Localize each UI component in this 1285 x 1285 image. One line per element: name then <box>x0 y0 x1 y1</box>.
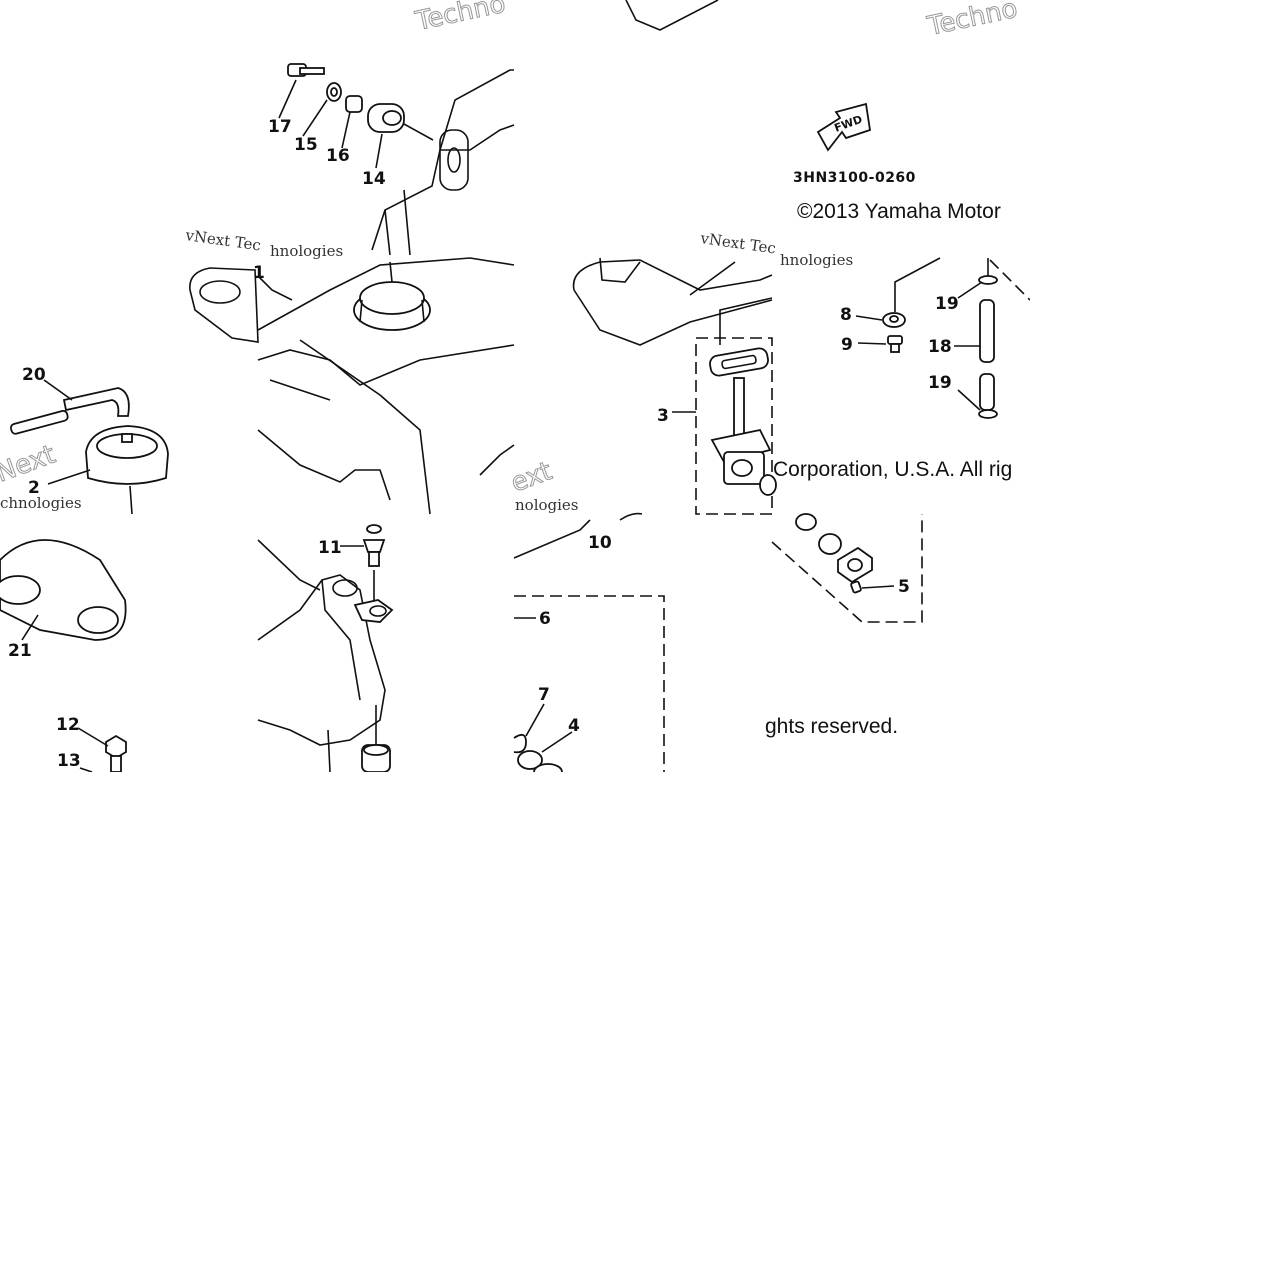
callout-19-bottom: 19 <box>928 373 952 393</box>
watermark-text: hnologies <box>270 242 343 260</box>
callout-7: 7 <box>538 685 550 705</box>
blank-area <box>0 772 1285 1285</box>
copyright-line-2: Corporation, U.S.A. All rig <box>773 458 1012 481</box>
fuel-hose-18-icon <box>979 299 995 411</box>
breather-hose-20-icon <box>9 387 130 435</box>
leader-line <box>672 297 773 413</box>
callout-4: 4 <box>568 716 580 736</box>
callout-15: 15 <box>294 135 318 155</box>
callout-18: 18 <box>928 337 952 357</box>
watermark-text: nologies <box>515 496 579 514</box>
callout-16: 16 <box>326 146 350 166</box>
leader-line <box>954 281 983 411</box>
callout-21: 21 <box>8 641 32 661</box>
bolt-12-icon <box>105 734 127 773</box>
callout-1: 1 <box>253 263 265 283</box>
washer-15-icon <box>326 82 342 102</box>
grommet-icon <box>361 744 391 773</box>
fuel-cock-3-icon <box>710 377 777 496</box>
bolt-17-icon <box>287 63 325 77</box>
leader-line <box>855 315 887 345</box>
watermark-text: Techno <box>924 0 1020 42</box>
leader-line <box>340 545 375 600</box>
leader-line <box>861 585 895 589</box>
o-ring-7-icon <box>513 733 527 754</box>
fuel-tank-rear-section <box>371 0 719 256</box>
hose-assembly-box <box>989 259 1031 301</box>
blank-area <box>1030 0 1285 772</box>
tank-bracket-21-icon <box>0 539 127 641</box>
bolt-11-icon <box>362 524 386 567</box>
watermark-text: vNext Tec <box>183 226 262 255</box>
watermark-text: vNext Tec <box>698 229 777 258</box>
filler-neck-icon <box>353 261 431 331</box>
callout-20: 20 <box>22 365 46 385</box>
leader-line <box>77 727 109 773</box>
callout-14: 14 <box>362 169 386 189</box>
copyright-line-3: ghts reserved. <box>765 715 898 738</box>
cover-assembly-box <box>771 514 923 623</box>
cover-plate-icon <box>837 546 873 584</box>
fuel-tank-front-section <box>257 539 394 773</box>
callout-11: 11 <box>318 538 342 558</box>
leader-line <box>513 512 643 559</box>
fuel-tank-side-section <box>572 257 773 346</box>
leader-line <box>47 469 91 485</box>
screen-filter-icon <box>795 513 842 555</box>
copyright-line-1: ©2013 Yamaha Motor <box>797 200 1001 223</box>
callout-12: 12 <box>56 715 80 735</box>
screw-5-icon <box>850 580 862 594</box>
callout-5: 5 <box>898 577 910 597</box>
fuel-cock-assembly-box <box>695 337 773 515</box>
hose-clip-19-icon <box>978 258 998 419</box>
leader-line <box>525 703 573 753</box>
fwd-arrow-icon: FWD <box>816 102 872 152</box>
part-code: 3HN3100-0260 <box>793 170 916 186</box>
callout-3: 3 <box>657 406 669 426</box>
watermark-text: Techno <box>412 0 508 37</box>
grommet-14-icon <box>367 103 405 133</box>
callout-19-top: 19 <box>935 294 959 314</box>
callout-2: 2 <box>28 478 40 498</box>
callout-10: 10 <box>588 533 612 553</box>
callout-9: 9 <box>841 335 853 355</box>
watermark-text: hnologies <box>780 251 853 269</box>
strainer-assembly-box <box>514 595 665 772</box>
watermark-text: chnologies <box>0 494 82 512</box>
leader-line <box>43 379 73 401</box>
screw-9-icon <box>887 335 903 353</box>
callout-17: 17 <box>268 117 292 137</box>
fuel-cap-2-icon <box>85 425 169 515</box>
washer-8-icon <box>882 312 906 328</box>
fuel-tank-main-body <box>189 257 515 515</box>
callout-6: 6 <box>539 609 551 629</box>
leader-line <box>21 614 39 641</box>
callout-13: 13 <box>57 751 81 771</box>
callout-8: 8 <box>840 305 852 325</box>
watermark-text: ext <box>507 456 556 498</box>
collar-16-icon <box>345 95 363 113</box>
leader-line <box>278 79 434 169</box>
gasket-icon <box>709 347 769 377</box>
leader-line <box>257 275 293 301</box>
leader-line <box>894 257 941 312</box>
